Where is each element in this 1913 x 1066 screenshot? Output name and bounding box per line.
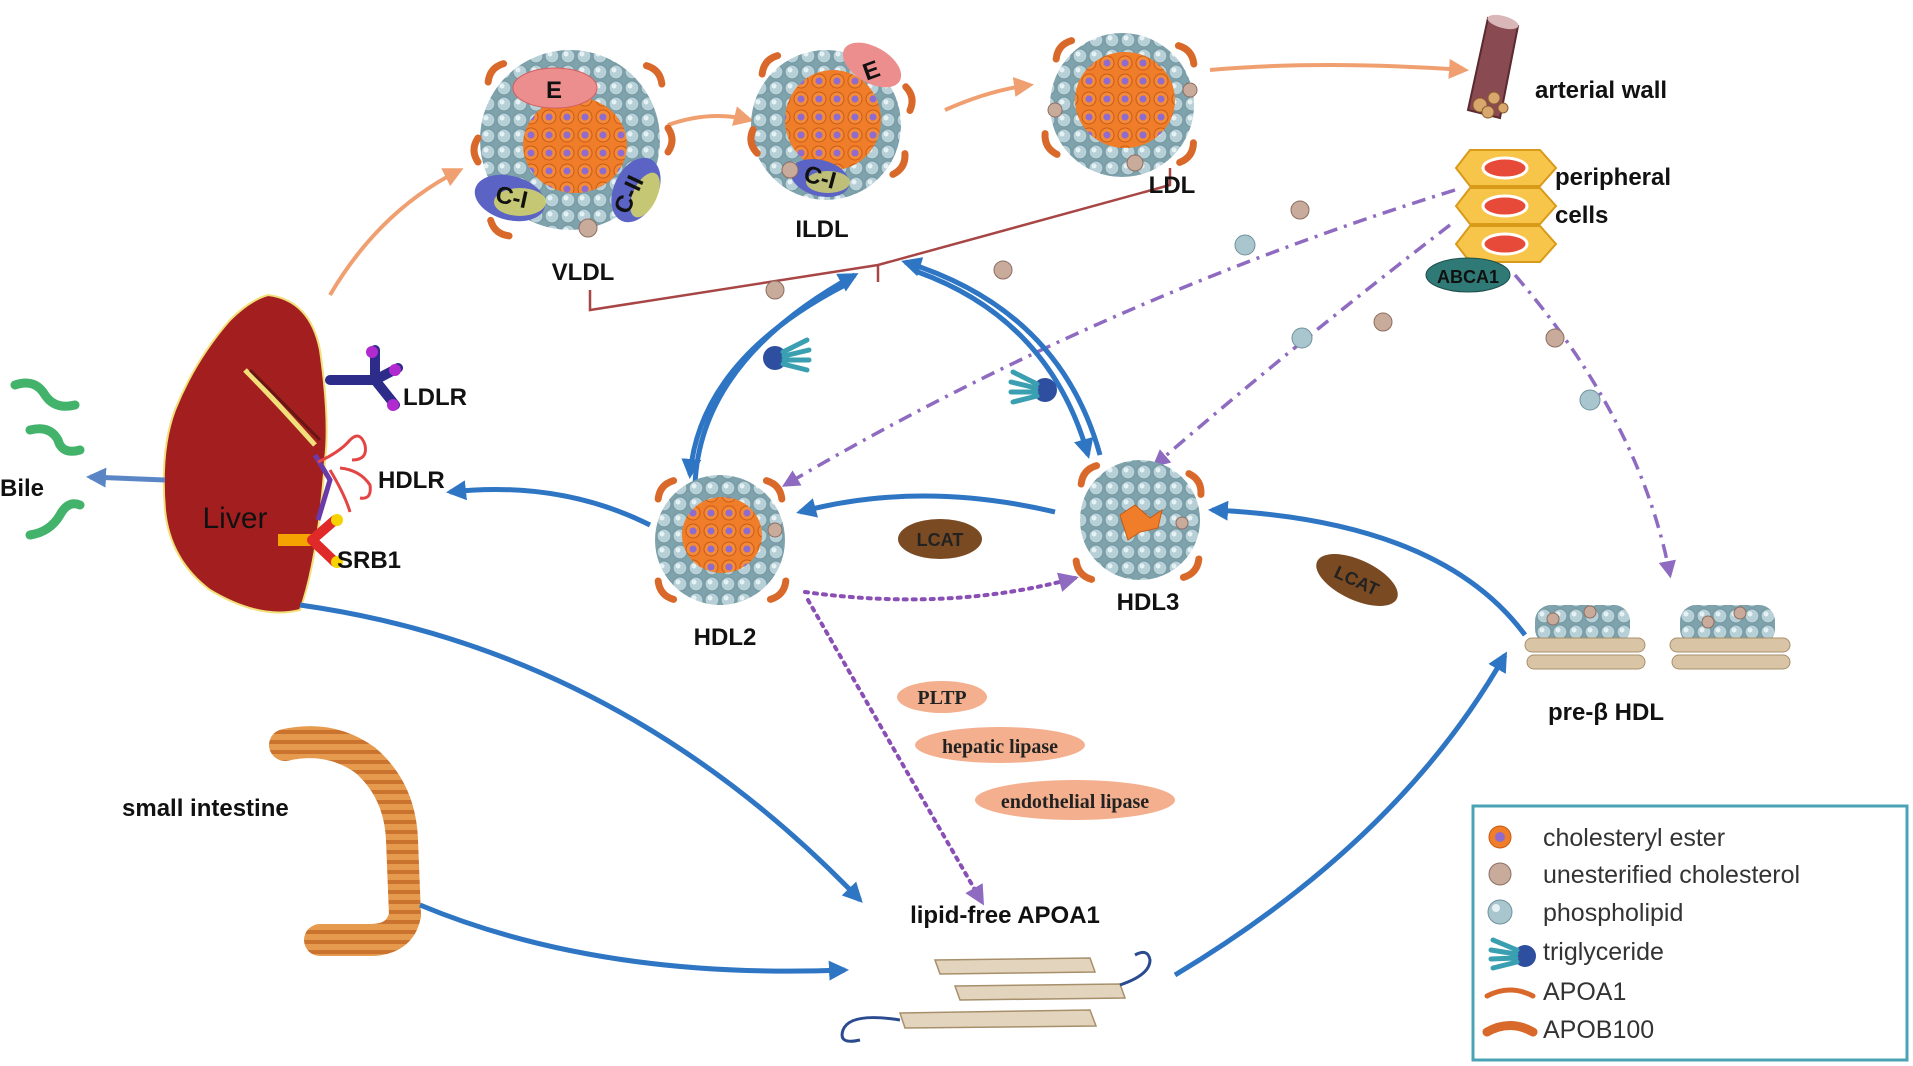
liver-to-apoa1-arrow xyxy=(299,602,863,903)
vldl-label: VLDL xyxy=(552,259,615,286)
vldl-to-ildl-arrow xyxy=(667,106,754,127)
unesterified-cholesterol-dot xyxy=(993,260,1013,280)
cells-to-prebeta-arrow xyxy=(1513,273,1676,579)
peripheral-cells-label: peripheral xyxy=(1555,164,1671,191)
bile-squiggle-icon xyxy=(25,499,85,540)
hdl2-to-liver-arrow xyxy=(446,480,652,528)
hdl2-particle xyxy=(655,475,789,605)
lcat-enzyme: LCAT xyxy=(1316,554,1398,606)
legend-label-unesterified-cholesterol: unesterified cholesterol xyxy=(1543,861,1800,889)
srb1-receptor-icon xyxy=(278,514,343,568)
hdl3-to-hdl2-arrow xyxy=(796,493,1056,518)
unesterified-cholesterol-dot xyxy=(1373,312,1393,332)
ldl-label: LDL xyxy=(1149,172,1196,199)
hdl3-particle xyxy=(1073,460,1204,582)
lipid-free-apoa1-label: lipid-free APOA1 xyxy=(910,902,1100,929)
ildl-to-ldl-arrow xyxy=(944,77,1034,112)
phospholipid-dot xyxy=(1579,389,1601,411)
bile-squiggle-icon xyxy=(25,424,85,456)
pre-beta-hdl-label: pre-β HDL xyxy=(1548,699,1664,726)
arterial-wall-icon xyxy=(1466,14,1520,120)
abca1-label: ABCA1 xyxy=(1437,267,1499,287)
ldlr-label: LDLR xyxy=(403,384,467,411)
hdl2-label: HDL2 xyxy=(694,624,757,651)
ldlr-receptor-icon xyxy=(325,345,403,411)
bile-label: Bile xyxy=(0,475,44,502)
lipoprotein-bracket xyxy=(588,168,1172,312)
ldl-to-arterial-wall-arrow xyxy=(1209,58,1469,79)
vldl-particle: E C-I C-II xyxy=(470,50,672,239)
ildl-label: ILDL xyxy=(795,216,848,243)
peripheral-cells-label-line2: cells xyxy=(1555,202,1608,229)
apoa1-to-prebeta-arrow xyxy=(1173,651,1508,978)
triglyceride-icon xyxy=(763,337,812,373)
ildl-particle: E C-I xyxy=(749,42,914,200)
endothelial-lipase-label: endothelial lipase xyxy=(1001,791,1149,813)
pre-beta-hdl-particle xyxy=(1669,605,1791,670)
bile-squiggle-icon xyxy=(10,378,80,411)
liver-to-bile-arrow xyxy=(86,467,166,488)
pre-beta-hdl-particle xyxy=(1524,605,1646,670)
intestine-to-apoa1-arrow xyxy=(419,902,849,981)
hdlr-receptor-icon xyxy=(317,434,372,513)
legend-label-apoa1: APOA1 xyxy=(1543,978,1626,1006)
srb1-label: SRB1 xyxy=(337,547,401,574)
unesterified-cholesterol-dot xyxy=(1290,200,1310,220)
hdlr-label: HDLR xyxy=(378,467,445,494)
legend-label-cholesteryl-ester: cholesteryl ester xyxy=(1543,824,1725,852)
abca1-transporter: ABCA1 xyxy=(1425,257,1511,293)
legend-label-triglyceride: triglyceride xyxy=(1543,938,1664,966)
vldl-to-hdl2-arrow xyxy=(681,282,847,479)
legend: cholesteryl ester unesterified cholester… xyxy=(1471,804,1909,1062)
phospholipid-dot xyxy=(1234,234,1256,256)
lipid-free-apoa1-icon xyxy=(840,950,1152,1043)
lcat-enzyme: LCAT xyxy=(898,519,982,559)
pltp-label: PLTP xyxy=(917,687,966,709)
lcat-label: LCAT xyxy=(917,530,964,550)
ldl-particle xyxy=(1042,33,1197,177)
phospholipid-dot xyxy=(1291,327,1313,349)
pltp-enzyme: PLTP xyxy=(897,681,987,713)
apo-ci-label: C-I xyxy=(493,181,530,214)
hdl2-to-vldl-arrow xyxy=(692,272,859,486)
apoa1-icon xyxy=(1484,987,1536,999)
hepatic-lipase-enzyme: hepatic lipase xyxy=(915,727,1085,763)
apob100-icon xyxy=(1482,1021,1538,1037)
small-intestine-label: small intestine xyxy=(122,795,289,822)
endothelial-lipase-enzyme: endothelial lipase xyxy=(975,780,1175,820)
peripheral-cells-icon xyxy=(1454,149,1558,263)
liver-to-vldl-arrow xyxy=(328,168,464,297)
liver-label: Liver xyxy=(202,502,267,535)
hdl2-to-apoa1-dotted-arrow xyxy=(806,598,985,906)
unesterified-cholesterol-icon xyxy=(1488,862,1512,886)
phospholipid-icon xyxy=(1487,899,1513,925)
triglyceride-icon xyxy=(1488,937,1536,971)
cells-to-hdl2-arrow xyxy=(781,188,1456,487)
hdl2-to-hdl3-dotted-arrow xyxy=(803,572,1079,602)
unesterified-cholesterol-dot xyxy=(1545,328,1565,348)
liver-icon xyxy=(162,293,333,614)
cholesteryl-ester-icon xyxy=(1488,825,1512,849)
legend-label-apob100: APOB100 xyxy=(1543,1016,1654,1044)
hdl3-label: HDL3 xyxy=(1117,589,1180,616)
hdl3-to-ldl-arrow xyxy=(901,257,1103,456)
unesterified-cholesterol-dot xyxy=(765,280,785,300)
triglyceride-icon xyxy=(1008,369,1057,405)
small-intestine-icon xyxy=(269,726,422,956)
prebeta-to-hdl3-arrow xyxy=(1208,500,1528,637)
arterial-wall-label: arterial wall xyxy=(1535,77,1667,104)
ldl-to-hdl3-arrow xyxy=(917,269,1094,459)
hepatic-lipase-label: hepatic lipase xyxy=(942,736,1058,758)
legend-label-phospholipid: phospholipid xyxy=(1543,899,1683,927)
apo-e-label: E xyxy=(546,77,562,104)
